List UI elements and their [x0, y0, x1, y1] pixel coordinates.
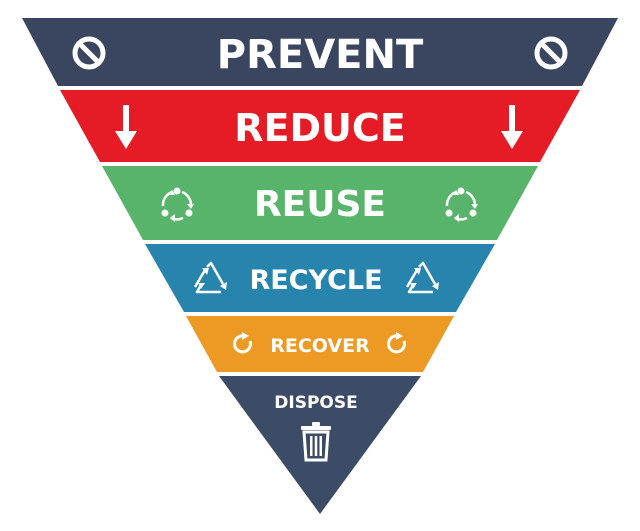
prohibited-icon	[534, 36, 568, 70]
down-arrow-icon	[115, 105, 137, 149]
dispose-label: DISPOSE	[274, 393, 357, 413]
refresh-icon	[233, 332, 253, 354]
recycle-tier	[145, 244, 495, 312]
recycle-label: RECYCLE	[249, 265, 382, 296]
reuse-tier	[102, 166, 538, 240]
recover-label: RECOVER	[270, 335, 370, 357]
prohibited-icon	[72, 36, 106, 70]
cycle-icon	[161, 187, 194, 222]
recycle-icon	[405, 261, 439, 294]
reduce-label: REDUCE	[234, 106, 405, 150]
reuse-label: REUSE	[254, 184, 386, 225]
prevent-label: PREVENT	[217, 32, 424, 78]
down-arrow-icon	[501, 105, 523, 149]
recycle-icon	[193, 261, 227, 294]
trash-can-icon	[301, 422, 331, 462]
refresh-icon	[387, 332, 407, 354]
reduce-tier	[60, 90, 580, 162]
cycle-icon	[445, 187, 478, 222]
prevent-tier	[22, 18, 618, 86]
recover-tier	[186, 316, 454, 372]
